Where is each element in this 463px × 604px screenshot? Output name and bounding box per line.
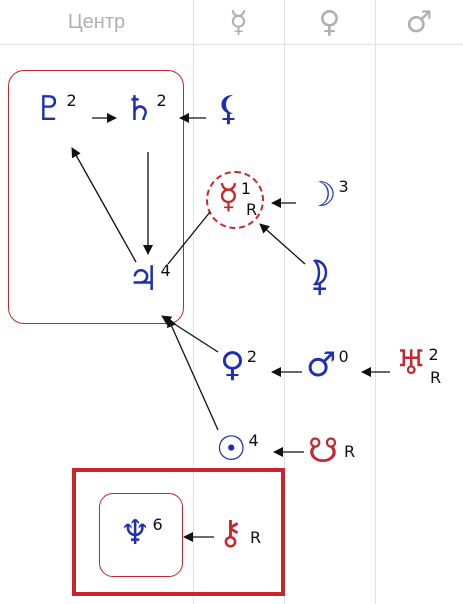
neptune-icon: ♆ (120, 513, 151, 553)
mars-node: ♂0 (306, 348, 349, 382)
neptune-chiron-frame (72, 468, 285, 596)
pluto-node: ♇2 (34, 92, 77, 126)
arrow-mercury-jupiter (167, 211, 211, 265)
arrow-sun-jupiter (167, 317, 219, 431)
header-divider (0, 44, 463, 45)
sun-node: ☉4 (216, 432, 259, 466)
column-divider-2 (284, 0, 285, 604)
chiron-retrograde: R (250, 528, 262, 547)
mars-number: 0 (338, 347, 349, 366)
neptune-node: ♆6 (120, 516, 163, 550)
chiron-node: ⚷ R (218, 513, 261, 553)
node-node: ☋ R (308, 431, 355, 471)
lilith-icon: ⚸ (216, 89, 241, 129)
uranus-icon: ♅ (396, 343, 427, 383)
arrow-selena-mercury (259, 223, 306, 265)
moon-node: ☽3 (306, 178, 349, 212)
node-retrograde: R (344, 442, 356, 461)
selena-icon: ⯝ (310, 259, 331, 299)
mercury-number: 1 (240, 179, 252, 198)
saturn-number: 2 (156, 91, 167, 110)
uranus-node: ♅2 R (396, 343, 441, 386)
arrow-jupiter-pluto (71, 147, 137, 263)
venus-node: ♀2 (220, 348, 257, 382)
arrow-venus-jupiter (161, 315, 219, 353)
pluto-number: 2 (66, 91, 77, 110)
sun-number: 4 (248, 431, 259, 450)
center-group-box (8, 70, 184, 324)
lilith-node: ⚸ (216, 92, 241, 126)
column-divider-1 (193, 0, 194, 604)
moon-number: 3 (338, 177, 349, 196)
mercury-retrograde: R (246, 200, 258, 219)
pluto-icon: ♇ (34, 89, 65, 129)
header-center: Центр (67, 10, 126, 33)
column-divider-3 (375, 0, 376, 604)
jupiter-number: 4 (160, 261, 171, 280)
mercury-icon: ☿ (218, 177, 239, 217)
lunar-node-icon: ☋ (308, 431, 339, 471)
saturn-icon: ♄ (124, 89, 155, 129)
header-mars-icon: ♂ (405, 4, 433, 40)
header-mercury-icon: ☿ (229, 4, 248, 40)
chiron-icon: ⚷ (218, 513, 243, 553)
mars-icon: ♂ (306, 345, 337, 385)
sun-icon: ☉ (216, 429, 247, 469)
uranus-retrograde: R (430, 368, 442, 387)
jupiter-icon: ♃ (128, 259, 159, 299)
neptune-number: 6 (152, 515, 163, 534)
venus-icon: ♀ (220, 345, 245, 385)
mercury-dashed-circle (206, 171, 264, 229)
mercury-node: ☿1 R (218, 177, 257, 218)
moon-icon: ☽ (306, 175, 337, 215)
uranus-number: 2 (428, 345, 439, 364)
header-venus-icon: ♀ (318, 4, 341, 40)
saturn-node: ♄2 (124, 92, 167, 126)
selena-node: ⯝ (310, 262, 330, 296)
jupiter-node: ♃4 (128, 262, 171, 296)
neptune-box (99, 493, 183, 577)
venus-number: 2 (246, 347, 258, 366)
